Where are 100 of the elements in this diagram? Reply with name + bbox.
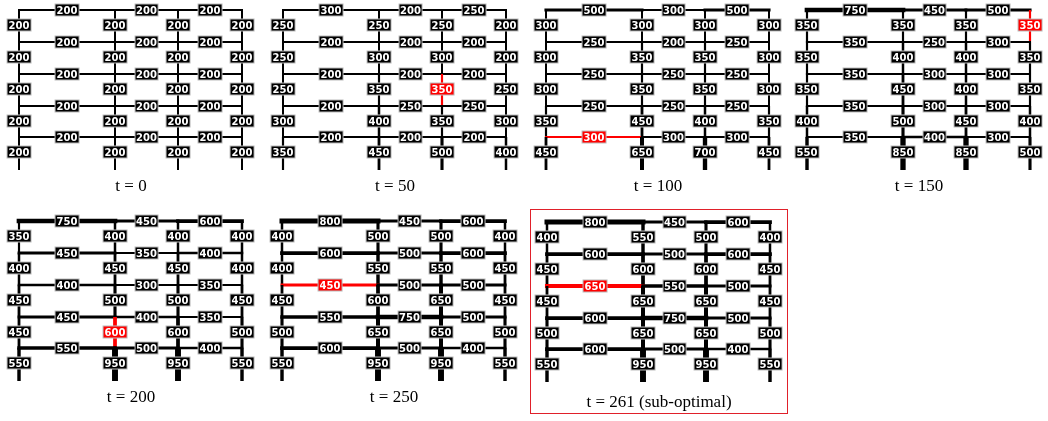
time-caption: t = 0 (115, 176, 147, 196)
time-caption: t = 50 (375, 176, 415, 196)
member-size-label: 500 (758, 327, 782, 339)
member-size-label: 450 (230, 294, 254, 306)
member-size-label: 250 (582, 68, 606, 80)
member-size-label: 200 (135, 36, 158, 48)
member-size-label: 450 (7, 326, 31, 338)
member-size-label: 200 (462, 68, 486, 80)
member-size-label: 550 (270, 357, 294, 369)
member-size-label: 950 (694, 358, 718, 370)
member-size-label: 300 (630, 19, 654, 31)
member-size-label: 450 (367, 146, 391, 158)
member-size-label: 400 (535, 231, 559, 243)
time-caption: t = 250 (369, 387, 419, 407)
member-size-label: 450 (270, 294, 294, 306)
member-size-label: 800 (583, 216, 607, 228)
member-size-label: 500 (694, 231, 718, 243)
member-size-label: 750 (663, 312, 686, 324)
member-size-label: 250 (462, 4, 486, 16)
member-size-label: 400 (1018, 115, 1042, 127)
member-size-label: 200 (7, 146, 31, 158)
member-size-label: 450 (535, 295, 559, 307)
member-size-label: 200 (399, 36, 422, 48)
member-size-label: 600 (583, 248, 607, 260)
member-size-label: 450 (55, 311, 79, 323)
member-size-label: 950 (103, 357, 127, 369)
member-size-label: 500 (398, 279, 421, 291)
member-size-label: 200 (7, 19, 31, 31)
member-size-label: 200 (7, 51, 31, 63)
member-size-label: 350 (198, 279, 222, 291)
member-size-label: 350 (757, 115, 781, 127)
member-size-label: 600 (726, 216, 750, 228)
member-size-label: 650 (429, 326, 453, 338)
member-size-label: 500 (726, 312, 750, 324)
member-size-label: 200 (166, 146, 190, 158)
member-size-label: 250 (582, 36, 606, 48)
member-size-label: 200 (166, 51, 190, 63)
member-size-label: 300 (534, 83, 558, 95)
member-size-label: 500 (461, 311, 485, 323)
member-size-label: 200 (55, 36, 79, 48)
member-size-label: 300 (986, 100, 1010, 112)
member-size-label: 200 (135, 100, 158, 112)
member-size-label: 350 (430, 83, 454, 95)
member-size-label: 350 (1018, 83, 1042, 95)
time-caption: t = 150 (894, 176, 944, 196)
member-size-label: 850 (954, 146, 978, 158)
member-size-label: 500 (663, 343, 686, 355)
member-size-label: 200 (166, 115, 190, 127)
member-size-label: 500 (461, 279, 485, 291)
member-size-label: 450 (318, 279, 342, 291)
member-size-label: 200 (103, 51, 127, 63)
member-size-label: 350 (795, 83, 819, 95)
member-size-label: 300 (430, 51, 454, 63)
member-size-label: 500 (891, 115, 915, 127)
member-size-label: 400 (166, 230, 190, 242)
member-size-label: 350 (367, 83, 391, 95)
member-size-label: 600 (318, 342, 342, 354)
member-size-label: 200 (662, 36, 685, 48)
member-size-label: 450 (758, 295, 782, 307)
member-size-label: 400 (270, 230, 294, 242)
member-size-label: 200 (319, 36, 343, 48)
member-size-label: 950 (429, 357, 453, 369)
member-size-label: 600 (103, 326, 127, 338)
member-size-label: 350 (693, 51, 717, 63)
member-size-label: 250 (367, 19, 391, 31)
member-size-label: 200 (135, 68, 158, 80)
member-size-label: 600 (198, 215, 222, 227)
member-size-label: 200 (7, 115, 31, 127)
member-size-label: 450 (7, 294, 31, 306)
member-size-label: 600 (366, 294, 390, 306)
member-size-label: 550 (429, 262, 453, 274)
member-size-label: 500 (535, 327, 559, 339)
member-size-label: 300 (986, 68, 1010, 80)
member-size-label: 300 (582, 131, 606, 143)
member-size-label: 200 (319, 68, 343, 80)
member-size-label: 350 (843, 68, 867, 80)
member-size-label: 400 (135, 311, 158, 323)
member-size-label: 250 (430, 19, 454, 31)
member-size-label: 300 (662, 4, 685, 16)
member-size-label: 600 (694, 263, 718, 275)
member-size-label: 300 (923, 100, 946, 112)
member-size-label: 300 (757, 83, 781, 95)
member-size-label: 600 (461, 247, 485, 259)
member-size-label: 450 (135, 215, 158, 227)
member-size-label: 950 (366, 357, 390, 369)
member-size-label: 400 (923, 131, 946, 143)
member-size-label: 200 (198, 131, 222, 143)
member-size-label: 500 (230, 326, 254, 338)
time-caption: t = 261 (sub-optimal) (586, 392, 732, 412)
member-size-label: 400 (270, 262, 294, 274)
member-size-label: 400 (494, 146, 518, 158)
member-size-label: 850 (891, 146, 915, 158)
member-size-label: 550 (7, 357, 31, 369)
member-size-label: 450 (398, 215, 421, 227)
member-size-label: 700 (693, 146, 717, 158)
member-size-label: 250 (725, 36, 749, 48)
member-size-label: 600 (318, 247, 342, 259)
member-size-label: 350 (135, 247, 158, 259)
member-size-label: 300 (693, 19, 717, 31)
member-size-label: 500 (430, 146, 454, 158)
